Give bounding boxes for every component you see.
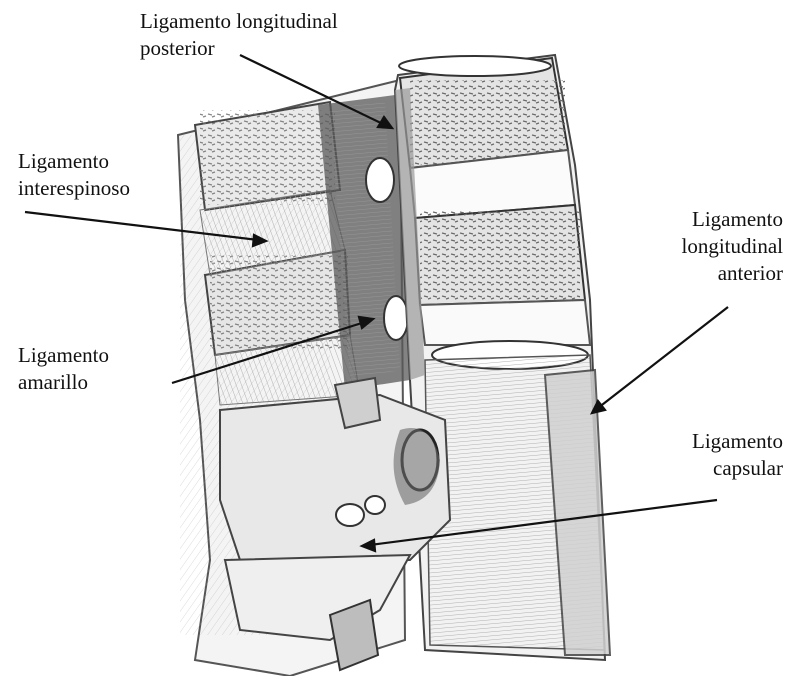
label-capsular-line1: Ligamento [692, 428, 783, 455]
label-interespinoso-line1: Ligamento [18, 148, 130, 175]
label-posterior: Ligamento longitudinal posterior [140, 8, 338, 62]
vertebral-bodies [395, 55, 610, 660]
label-anterior: Ligamento longitudinal anterior [682, 206, 784, 287]
label-interespinoso: Ligamento interespinoso [18, 148, 130, 202]
label-anterior-line3: anterior [682, 260, 784, 287]
label-anterior-line2: longitudinal [682, 233, 784, 260]
arrow-anterior [598, 307, 728, 408]
label-capsular: Ligamento capsular [692, 428, 783, 482]
label-amarillo: Ligamento amarillo [18, 342, 109, 396]
label-capsular-line2: capsular [692, 455, 783, 482]
label-posterior-line1: Ligamento longitudinal [140, 8, 338, 35]
articular-region [220, 378, 450, 670]
label-amarillo-line2: amarillo [18, 369, 109, 396]
label-amarillo-line1: Ligamento [18, 342, 109, 369]
label-anterior-line1: Ligamento [682, 206, 784, 233]
label-posterior-line2: posterior [140, 35, 338, 62]
label-interespinoso-line2: interespinoso [18, 175, 130, 202]
